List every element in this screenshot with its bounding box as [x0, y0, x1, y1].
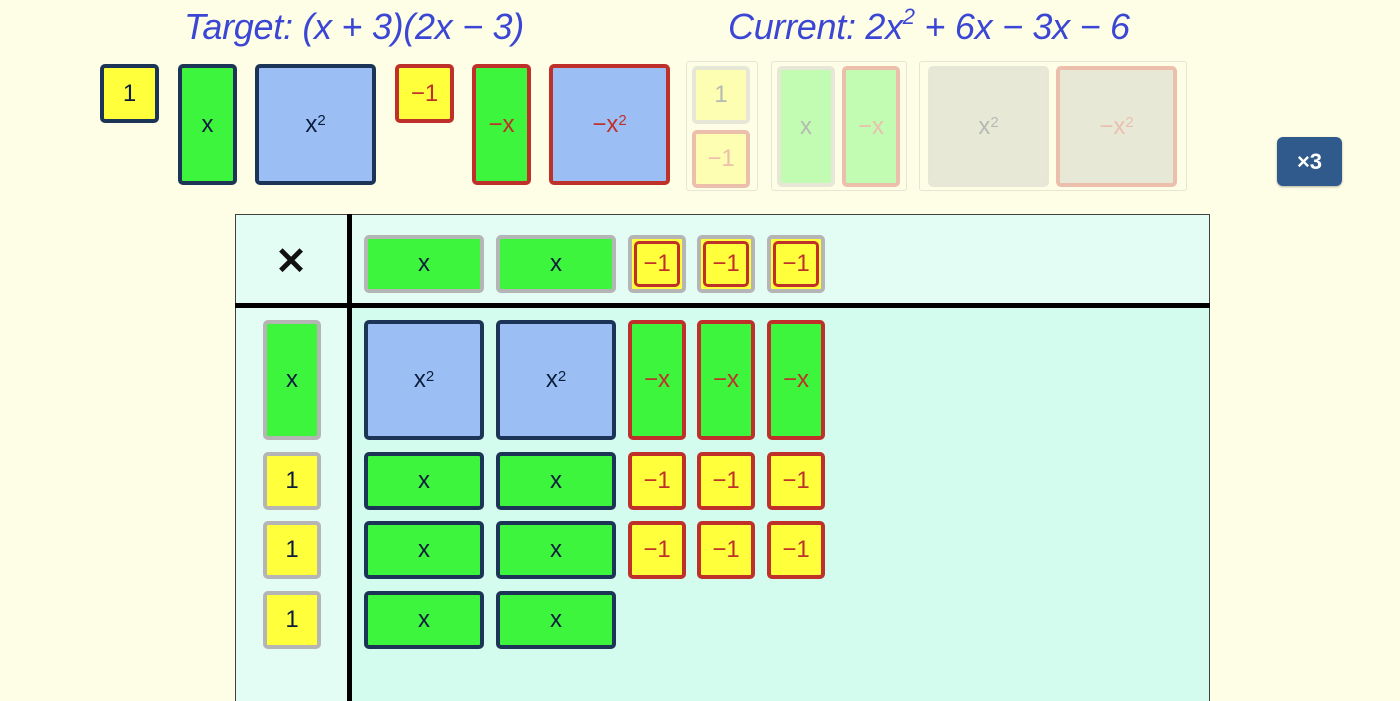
- top-factor-tile-x[interactable]: x: [496, 235, 616, 293]
- product-tile-neg-one[interactable]: −1: [697, 521, 755, 579]
- ghost-group-x-squared: [919, 61, 1187, 191]
- ghost-tile-x: x: [777, 66, 835, 187]
- product-tile-x[interactable]: x: [496, 521, 616, 579]
- product-tile-x[interactable]: x: [364, 452, 484, 510]
- left-factor-tile-one[interactable]: 1: [263, 521, 321, 579]
- left-factor-tile-x[interactable]: x: [263, 320, 321, 440]
- product-tile-x[interactable]: x: [364, 591, 484, 649]
- left-factor-tile-one[interactable]: 1: [263, 452, 321, 510]
- product-tile-neg-one[interactable]: −1: [767, 452, 825, 510]
- multiply-icon: ✕: [275, 240, 307, 283]
- product-tile-neg-one[interactable]: −1: [628, 452, 686, 510]
- top-factor-tile-neg-one[interactable]: −1: [628, 235, 686, 293]
- bank-tile-x[interactable]: x: [178, 64, 237, 185]
- current-expression: Current: 2x2 + 6x − 3x − 6: [728, 4, 1130, 47]
- ghost-tile-neg-one: −1: [692, 130, 750, 188]
- product-tile-neg-x[interactable]: −x: [697, 320, 755, 440]
- top-factor-tile-neg-one[interactable]: −1: [697, 235, 755, 293]
- ghost-group-x: [771, 61, 907, 191]
- left-factor-tile-one[interactable]: 1: [263, 591, 321, 649]
- ghost-tile-one: 1: [692, 66, 750, 124]
- product-tile-neg-x[interactable]: −x: [767, 320, 825, 440]
- ghost-tile-neg-x: −x: [842, 66, 900, 187]
- board-vertical-divider: [347, 214, 352, 701]
- top-factor-tile-neg-one[interactable]: −1: [767, 235, 825, 293]
- bank-tile-neg-x[interactable]: −x: [472, 64, 531, 185]
- top-factor-tile-x[interactable]: x: [364, 235, 484, 293]
- product-tile-neg-one[interactable]: −1: [697, 452, 755, 510]
- board-horizontal-divider: [235, 303, 1210, 308]
- target-expression: Target: (x + 3)(2x − 3): [184, 6, 524, 47]
- product-tile-x[interactable]: x: [364, 521, 484, 579]
- product-tile-neg-one[interactable]: −1: [767, 521, 825, 579]
- product-tile-neg-one[interactable]: −1: [628, 521, 686, 579]
- product-tile-x[interactable]: x: [496, 452, 616, 510]
- ghost-group-units: [686, 61, 758, 191]
- bank-tile-neg-one[interactable]: −1: [395, 64, 454, 123]
- bank-tile-one[interactable]: 1: [100, 64, 159, 123]
- product-tile-x[interactable]: x: [496, 591, 616, 649]
- multiply-button[interactable]: ×3: [1277, 137, 1342, 186]
- product-tile-neg-x[interactable]: −x: [628, 320, 686, 440]
